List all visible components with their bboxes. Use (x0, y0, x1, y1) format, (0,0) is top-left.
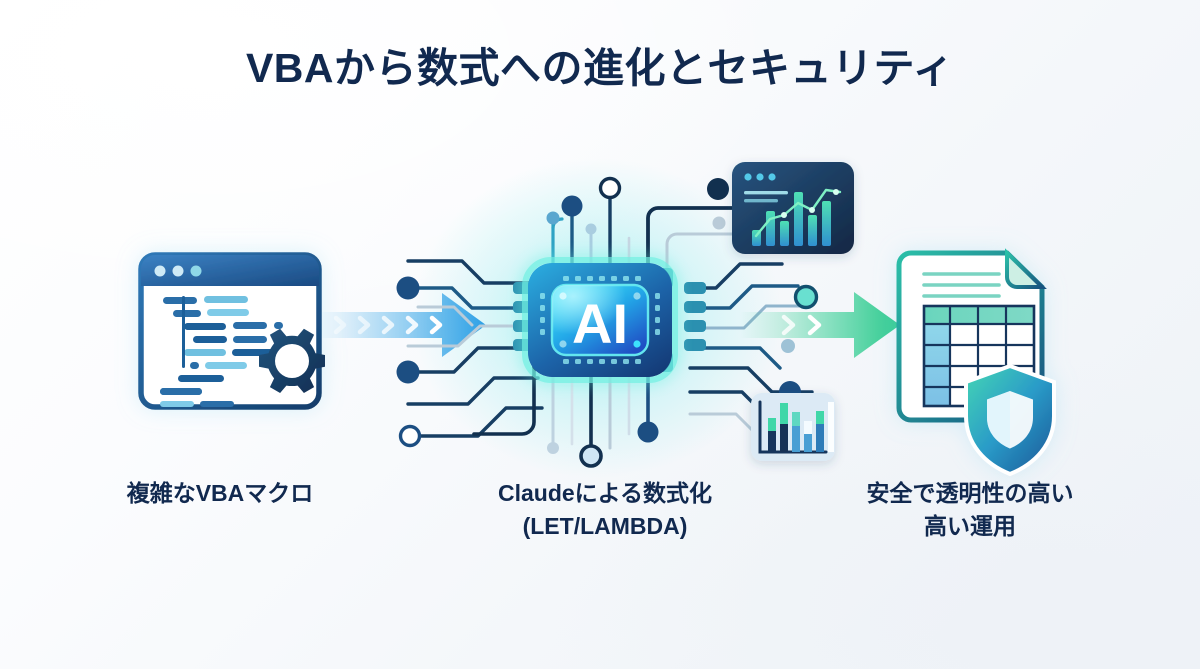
circuit-node (547, 442, 559, 454)
dashboard-chart-line (754, 188, 842, 238)
window-dot-1 (154, 265, 166, 277)
spreadsheet-table (922, 304, 1036, 408)
doc-text-lines (922, 272, 1001, 298)
arrow-chevrons (781, 314, 822, 336)
circuit-node (585, 223, 597, 235)
page-title: VBAから数式への進化とセキュリティ (245, 45, 955, 91)
window-dot-3 (190, 265, 202, 277)
chip-label: AI (572, 292, 628, 355)
arrow-chevrons (333, 315, 443, 335)
circuit-node (396, 276, 420, 300)
chip-pins (513, 268, 706, 372)
caption-right-line2: 高い運用 (924, 512, 1016, 539)
circuit-node (707, 178, 729, 200)
spreadsheet-shield-icon (896, 248, 1056, 477)
circuit-node-hollow (398, 424, 422, 448)
arrow-ai-to-output (740, 292, 900, 358)
chip-ambient-glow (412, 158, 782, 478)
circuit-traces-right (688, 262, 819, 442)
circuit-node (396, 360, 420, 384)
circuit-traces-top (546, 176, 743, 282)
chip-dashes (540, 276, 660, 364)
caption-right: 安全で透明性の高い 高い運用 (820, 477, 1120, 542)
circuit-node-hollow (579, 444, 603, 468)
bar-chart-card-bars (768, 402, 834, 452)
code-lines (160, 296, 283, 407)
caption-center: Claudeによる数式化 (LET/LAMBDA) (440, 477, 770, 542)
circuit-node (561, 195, 583, 217)
dashboard-chart-bars (752, 192, 831, 246)
dashboard-card (732, 162, 854, 254)
circuit-node-hollow (598, 176, 622, 200)
circuit-traces-bottom (472, 358, 659, 468)
circuit-node (637, 421, 659, 443)
arrow-vba-to-ai (318, 293, 486, 357)
window-dot-2 (172, 265, 184, 277)
circuit-node (779, 381, 801, 403)
circuit-traces-left (396, 259, 544, 448)
caption-left-line1: 複雑なVBAマクロ (126, 480, 314, 506)
ai-chip-icon: AI (513, 257, 706, 383)
caption-right-line1: 安全で透明性の高い (866, 480, 1074, 506)
circuit-node (781, 339, 795, 353)
circuit-node (546, 211, 560, 225)
caption-left: 複雑なVBAマクロ (60, 477, 380, 510)
shield-icon (964, 363, 1056, 477)
caption-center-line1: Claudeによる数式化 (498, 480, 712, 506)
circuit-node (712, 216, 726, 230)
gear-icon (259, 328, 325, 393)
circuit-node-hollow (793, 284, 819, 310)
caption-center-line2: (LET/LAMBDA) (522, 512, 688, 539)
bar-chart-card (751, 393, 835, 461)
code-window-gear-icon (138, 252, 325, 410)
